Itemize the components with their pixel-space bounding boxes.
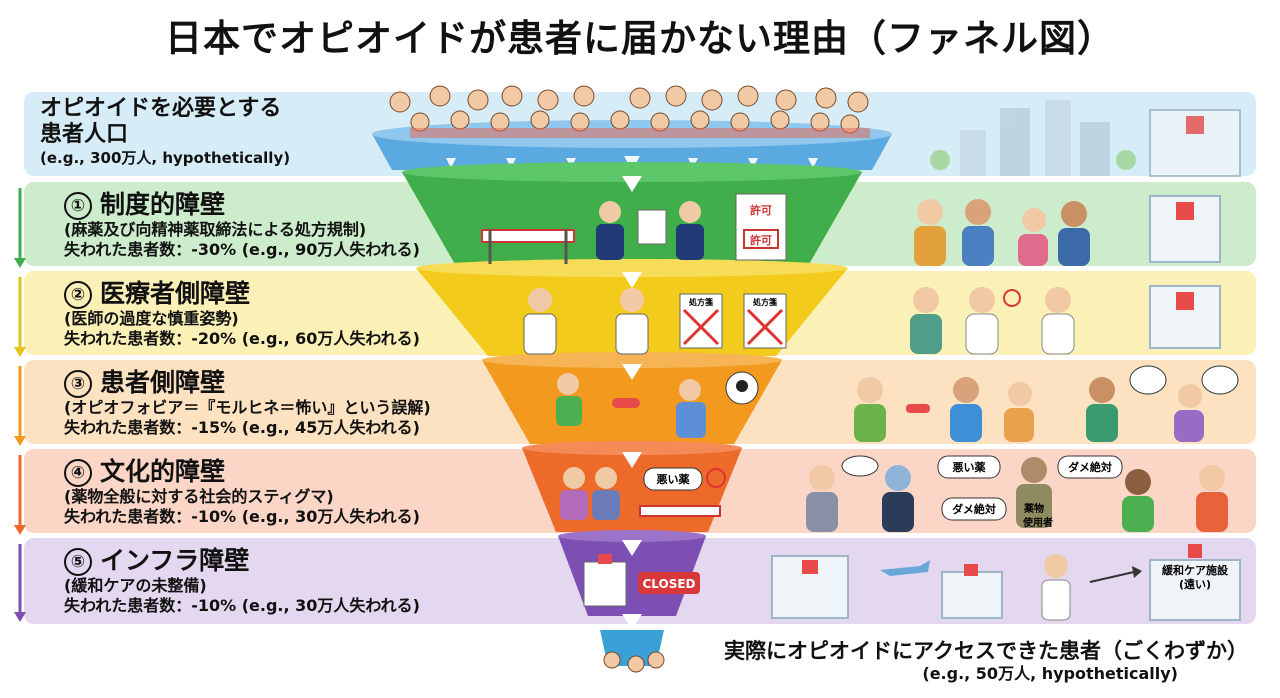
stage-detail-3: (オピオフォビア＝『モルヒネ＝怖い』という誤解) (64, 398, 431, 417)
stage-number-3: ③ (64, 370, 92, 398)
stage-number-5: ⑤ (64, 548, 92, 576)
population-note: (e.g., 300万人, hypothetically) (40, 149, 291, 167)
stage-loss-5: 失われた患者数：-10% (e.g., 30万人失われる) (64, 596, 420, 615)
drug-user-text-2: 使用者 (1022, 516, 1053, 529)
bad-drug-text: 悪い薬 (657, 472, 691, 486)
stage-label-3: ③ 患者側障壁 (オピオフォビア＝『モルヒネ＝怖い』という誤解) 失われた患者数：… (64, 368, 431, 438)
drug-user-text-1: 薬物 (1023, 502, 1044, 515)
stage-detail-5: (緩和ケアの未整備) (64, 576, 207, 595)
stage-label-2: ② 医療者側障壁 (医師の過度な慎重姿勢) 失われた患者数：-20% (e.g.,… (64, 279, 420, 349)
stage-detail-2: (医師の過度な慎重姿勢) (64, 309, 239, 328)
stage-loss-1: 失われた患者数：-30% (e.g., 90万人失われる) (64, 240, 420, 259)
population-head-1: オピオイドを必要とする (40, 96, 282, 121)
prescription2-text: 処方箋 (752, 297, 777, 307)
stage1-illustration: 許可 許可 (481, 193, 787, 264)
right-stage3-people (854, 365, 1239, 442)
stage-loss-2: 失われた患者数：-20% (e.g., 60万人失われる) (64, 329, 420, 348)
right-stage2-people (910, 285, 1221, 355)
result-label: 実際にオピオイドにアクセスできた患者（ごくわずか） (e.g., 50万人, h… (724, 638, 1248, 684)
never-bubble-text-1: ダメ絶対 (952, 502, 996, 516)
stage-number-2: ② (64, 281, 92, 309)
stage-loss-4: 失われた患者数：-10% (e.g., 30万人失われる) (64, 507, 420, 526)
stage-label-5: ⑤ インフラ障壁 (緩和ケアの未整備) 失われた患者数：-10% (e.g., 3… (64, 546, 420, 616)
right-stage1-people (914, 195, 1221, 266)
prescription1-text: 処方箋 (688, 297, 713, 307)
stage-number-1: ① (64, 192, 92, 220)
stage-label-4: ④ 文化的障壁 (薬物全般に対する社会的スティグマ) 失われた患者数：-10% (… (64, 457, 420, 527)
stage3-illustration (556, 371, 759, 438)
permit-stamp-text: 許可 (750, 233, 772, 247)
stage-label-1: ① 制度的障壁 (麻薬及び向精神薬取締法による処方規制) 失われた患者数：-30%… (64, 190, 420, 260)
stage-arrow-icons (14, 188, 26, 622)
stage2-illustration: 処方箋 処方箋 (523, 288, 787, 355)
stage-name-1: 制度的障壁 (100, 190, 226, 219)
result-head: 実際にオピオイドにアクセスできた患者（ごくわずか） (724, 639, 1248, 663)
page-title: 日本でオピオイドが患者に届かない理由（ファネル図） (165, 17, 1115, 60)
stage-loss-3: 失われた患者数：-15% (e.g., 45万人失われる) (64, 418, 420, 437)
population-label: オピオイドを必要とする 患者人口 (e.g., 300万人, hypotheti… (40, 96, 290, 168)
stage-name-3: 患者側障壁 (100, 368, 226, 397)
never-bubble-text-2: ダメ絶対 (1068, 460, 1112, 474)
result-note: (e.g., 50万人, hypothetically) (922, 664, 1178, 683)
stage4-illustration: 悪い薬 (560, 467, 726, 520)
stage5-illustration: CLOSED (583, 554, 700, 607)
stage-detail-1: (麻薬及び向精神薬取締法による処方規制) (64, 220, 367, 239)
city-skyline-icon (930, 100, 1241, 177)
funnel-top-bowl (372, 85, 892, 170)
right-stage5-scene: 緩和ケア施設 (遠い) (771, 544, 1241, 621)
stage-name-5: インフラ障壁 (100, 546, 250, 575)
stage-name-2: 医療者側障壁 (100, 279, 251, 308)
right-stage4-people: 悪い薬 ダメ絶対 薬物 使用者 ダメ絶対 (806, 455, 1228, 532)
closed-sign-text: CLOSED (642, 577, 695, 591)
permit-sign-text: 許可 (750, 203, 772, 217)
bad-drug-bubble-text: 悪い薬 (953, 460, 987, 474)
population-head-2: 患者人口 (40, 122, 129, 147)
stage-detail-4: (薬物全般に対する社会的スティグマ) (64, 487, 334, 506)
palliative-text-1: 緩和ケア施設 (1162, 563, 1229, 577)
stage-name-4: 文化的障壁 (100, 457, 226, 486)
stage-number-4: ④ (64, 459, 92, 487)
palliative-text-2: (遠い) (1179, 577, 1211, 591)
